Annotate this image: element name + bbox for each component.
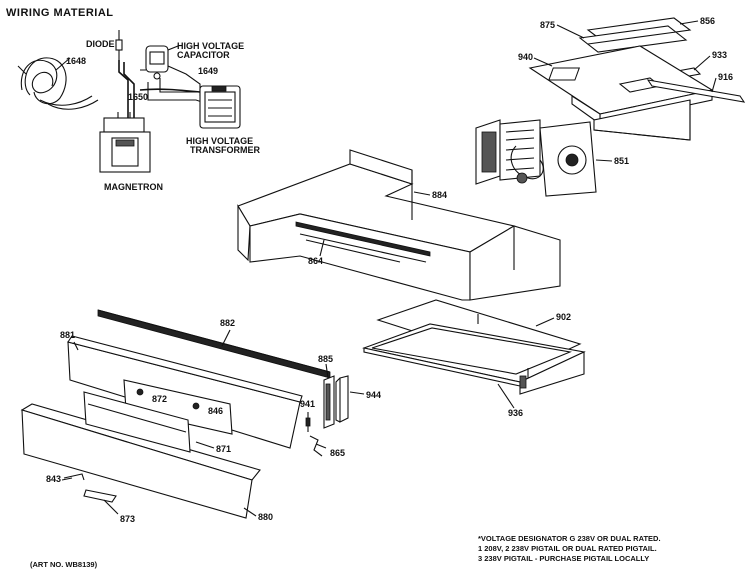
note-line-3: 3 238V PIGTAIL - PURCHASE PIGTAIL LOCALL…	[478, 554, 649, 563]
callout-940: 940	[518, 52, 533, 62]
callout-871: 871	[216, 444, 231, 454]
front-trim-880: 871 880 843 873	[20, 391, 273, 524]
diagram-title: WIRING MATERIAL	[6, 7, 114, 19]
side-brackets: 885 944 941 865	[300, 354, 381, 458]
callout-884: 884	[432, 190, 447, 200]
callout-885: 885	[318, 354, 333, 364]
callout-843: 843	[46, 474, 61, 484]
callout-1650: 1650	[128, 92, 148, 102]
callout-881: 881	[60, 330, 75, 340]
harness-coil-1648	[17, 57, 99, 110]
callout-846: 846	[208, 406, 223, 416]
callout-880: 880	[258, 512, 273, 522]
callout-916: 916	[718, 72, 733, 82]
hv-transformer-symbol	[199, 85, 241, 129]
hv-capacitor-symbol	[145, 45, 179, 80]
callout-865: 865	[330, 448, 345, 458]
callout-864: 864	[308, 256, 323, 266]
callout-902: 902	[556, 312, 571, 322]
hv-capacitor-label-1: HIGH VOLTAGE	[177, 41, 244, 51]
front-panel-881: 882 881 872 846	[60, 309, 331, 449]
blower-assembly-851: 851	[475, 119, 629, 197]
callout-873: 873	[120, 514, 135, 524]
note-line-2: 1 208V, 2 238V PIGTAIL OR DUAL RATED PIG…	[478, 544, 657, 553]
callout-872: 872	[152, 394, 167, 404]
callout-933: 933	[712, 50, 727, 60]
callout-944: 944	[366, 390, 381, 400]
art-number: (ART NO. WB8139)	[30, 560, 98, 569]
callout-875: 875	[540, 20, 555, 30]
filter-tray-902: 902 936	[362, 299, 586, 418]
diode-label: DIODE	[86, 39, 115, 49]
callout-882: 882	[220, 318, 235, 328]
vent-chassis-884: 884 864	[237, 149, 561, 301]
callout-936: 936	[508, 408, 523, 418]
hv-capacitor-label-2: CAPACITOR	[177, 50, 230, 60]
note-line-1: *VOLTAGE DESIGNATOR G 238V OR DUAL RATED…	[478, 534, 661, 543]
callout-941: 941	[300, 399, 315, 409]
callout-851: 851	[614, 156, 629, 166]
callout-1648: 1648	[66, 56, 86, 66]
callout-1649: 1649	[198, 66, 218, 76]
callout-856: 856	[700, 16, 715, 26]
wiring-harness-group: 1648 DIODE HIGH VOLTAGE CAPACITOR 1649 1…	[17, 30, 260, 192]
diode-symbol	[115, 30, 123, 60]
magnetron-symbol	[99, 112, 151, 173]
magnetron-label: MAGNETRON	[104, 182, 163, 192]
hv-transformer-label-2: TRANSFORMER	[190, 145, 260, 155]
top-cover-assembly: 875 856 933 940 916	[518, 16, 746, 141]
hv-transformer-label-1: HIGH VOLTAGE	[186, 136, 253, 146]
voltage-notes: *VOLTAGE DESIGNATOR G 238V OR DUAL RATED…	[478, 534, 661, 563]
